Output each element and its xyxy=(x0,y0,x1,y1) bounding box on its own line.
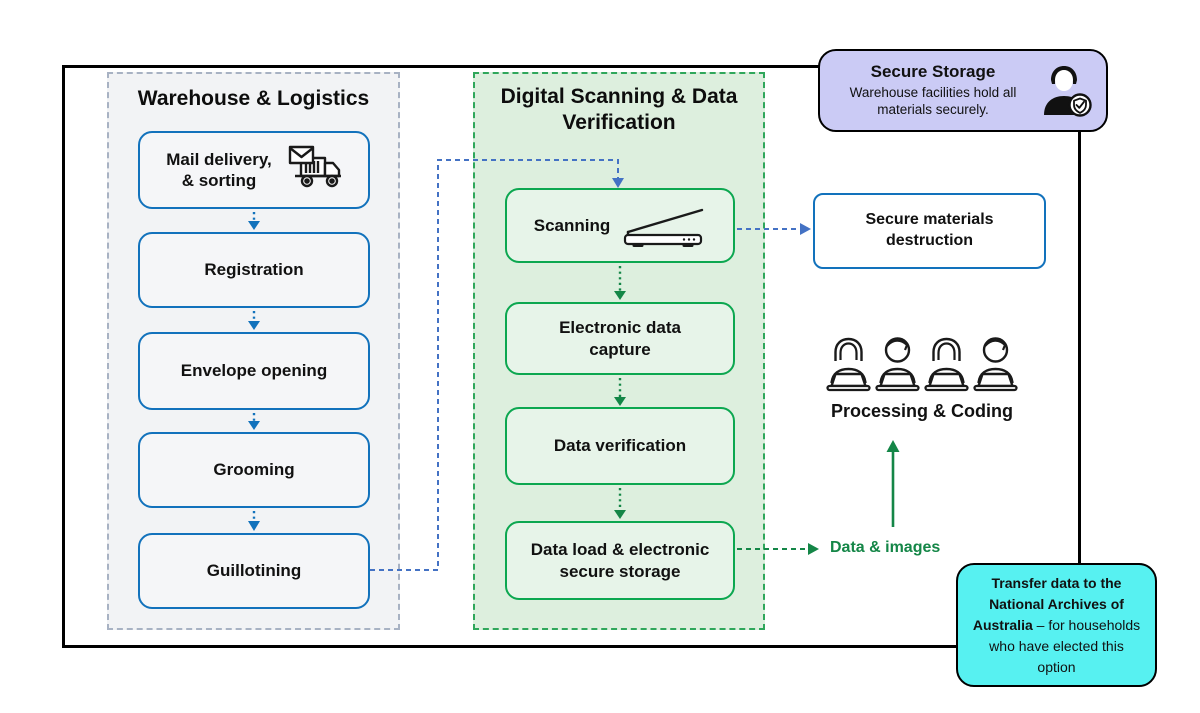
step-grooming: Grooming xyxy=(138,432,370,508)
mail-truck-icon xyxy=(287,145,349,195)
step-label: Scanning xyxy=(533,215,611,235)
secure-materials-destruction-box: Secure materials destruction xyxy=(813,193,1046,269)
secure-storage-body: Warehouse facilities hold all materials … xyxy=(849,84,1017,117)
processing-coding-label: Processing & Coding xyxy=(830,401,1014,421)
step-electronic-data-capture: Electronic data capture xyxy=(505,302,735,375)
person-laptop-icon xyxy=(825,331,872,393)
step-data-verification: Data verification xyxy=(505,407,735,485)
step-data-load-secure-storage: Data load & electronic secure storage xyxy=(505,521,735,600)
secure-materials-destruction-label: Secure materials destruction xyxy=(865,211,994,249)
secure-storage-callout: Secure Storage Warehouse facilities hold… xyxy=(818,49,1108,132)
processing-coding-group: Processing & Coding xyxy=(822,331,1022,422)
digital-scanning-title: Digital Scanning & Data Verification xyxy=(500,85,738,134)
step-label: Guillotining xyxy=(206,561,302,581)
person-laptop-icon xyxy=(874,331,921,393)
step-label: Data load & electronic secure storage xyxy=(530,540,710,581)
step-label: Registration xyxy=(204,260,304,280)
step-label: Electronic data capture xyxy=(559,318,681,359)
transfer-callout-normal-text: – for households who have elected this o… xyxy=(989,616,1141,675)
warehouse-logistics-title: Warehouse & Logistics xyxy=(137,87,370,110)
step-label: Envelope opening xyxy=(180,361,328,381)
step-label: Mail delivery, & sorting xyxy=(166,149,272,190)
step-mail-delivery-sorting: Mail delivery, & sorting xyxy=(138,131,370,209)
step-envelope-opening: Envelope opening xyxy=(138,332,370,410)
secure-storage-title: Secure Storage xyxy=(870,62,996,82)
person-laptop-icon xyxy=(923,331,970,393)
transfer-callout-bold-text: Transfer data to the National Archives o… xyxy=(972,574,1124,633)
person-laptop-icon xyxy=(972,331,1019,393)
step-scanning: Scanning xyxy=(505,188,735,263)
step-guillotining: Guillotining xyxy=(138,533,370,609)
step-label: Data verification xyxy=(553,436,687,456)
step-label: Grooming xyxy=(213,460,295,480)
step-registration: Registration xyxy=(138,232,370,308)
transfer-archives-callout: Transfer data to the National Archives o… xyxy=(956,563,1157,687)
data-and-images-label: Data & images xyxy=(830,539,941,556)
security-guard-icon xyxy=(1036,63,1094,119)
scanner-icon xyxy=(622,205,706,247)
